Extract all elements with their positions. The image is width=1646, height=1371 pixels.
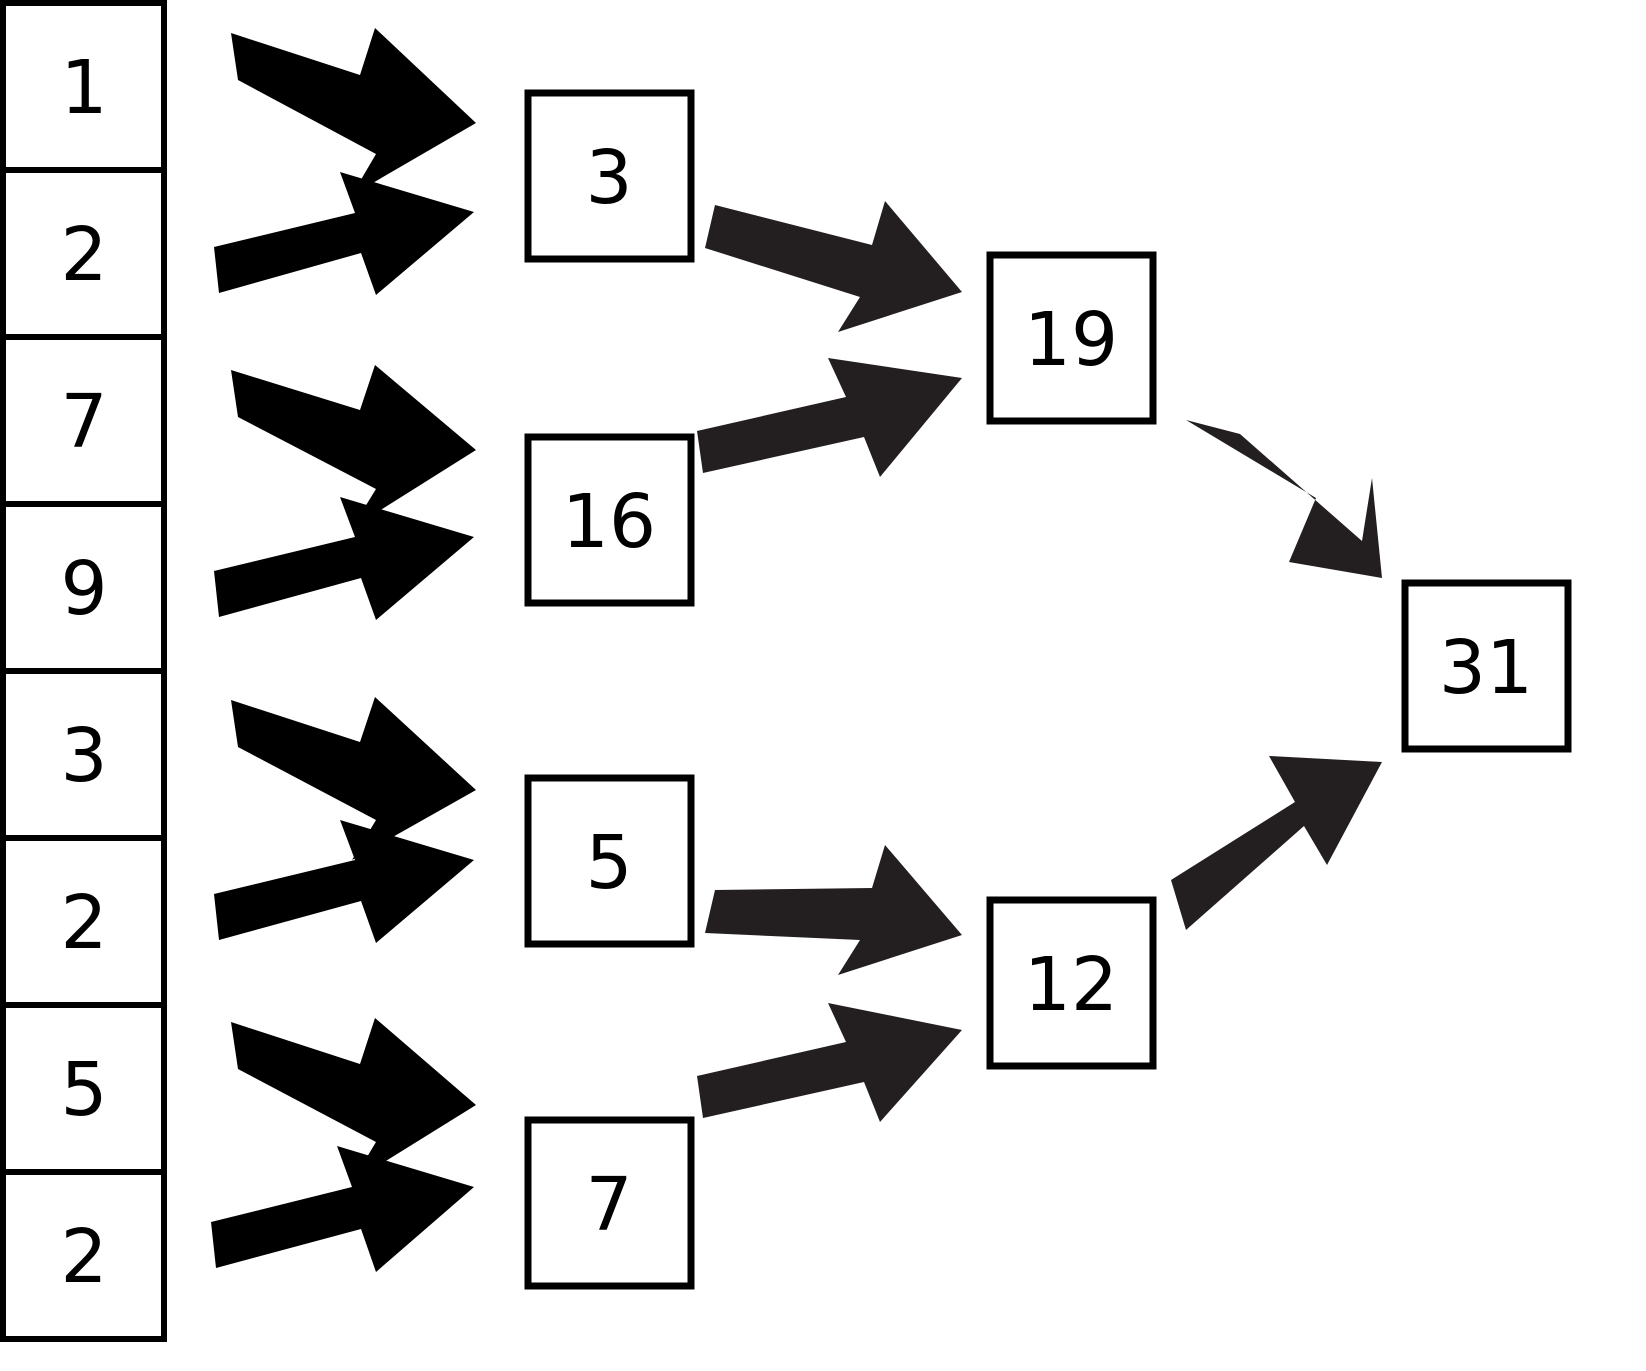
level3-node-12-label: 12 bbox=[1024, 942, 1118, 1028]
arrow-input-5 bbox=[214, 820, 474, 943]
input-cell-0-label: 1 bbox=[60, 45, 107, 131]
input-cell-6-label: 5 bbox=[60, 1047, 107, 1133]
input-cell-2[interactable]: 7 bbox=[0, 334, 167, 507]
arrow-input-1 bbox=[214, 172, 474, 295]
input-array-column: 1 2 7 9 3 2 5 bbox=[0, 0, 167, 1342]
level3-node-12[interactable]: 12 bbox=[986, 896, 1157, 1070]
input-cell-1-label: 2 bbox=[60, 212, 107, 298]
input-cell-7-label: 2 bbox=[60, 1214, 107, 1300]
arrow-input-0 bbox=[231, 28, 476, 195]
level2-node-3[interactable]: 3 bbox=[524, 89, 695, 263]
input-cell-5-label: 2 bbox=[60, 880, 107, 966]
level3-node-19[interactable]: 19 bbox=[986, 251, 1157, 425]
level2-node-3-label: 3 bbox=[585, 135, 632, 221]
level2-node-5[interactable]: 5 bbox=[524, 774, 695, 948]
arrow-input-6 bbox=[231, 1018, 476, 1182]
root-node-31[interactable]: 31 bbox=[1401, 579, 1572, 753]
arrow-input-2 bbox=[231, 365, 476, 528]
arrow-level2-7-to-12 bbox=[697, 1003, 962, 1122]
arrow-input-4 bbox=[231, 697, 476, 860]
input-cell-4-label: 3 bbox=[60, 713, 107, 799]
input-cell-4[interactable]: 3 bbox=[0, 668, 167, 841]
input-cell-1[interactable]: 2 bbox=[0, 167, 167, 340]
input-cell-7[interactable]: 2 bbox=[0, 1169, 167, 1342]
level2-node-16-label: 16 bbox=[562, 479, 656, 565]
arrow-level2-16-to-19 bbox=[697, 358, 962, 477]
input-cell-3[interactable]: 9 bbox=[0, 501, 167, 674]
arrow-level3-12-to-31 bbox=[1171, 756, 1382, 930]
input-cell-3-label: 9 bbox=[60, 546, 107, 632]
level2-node-7[interactable]: 7 bbox=[524, 1116, 695, 1290]
input-cell-5[interactable]: 2 bbox=[0, 835, 167, 1008]
input-cell-2-label: 7 bbox=[60, 379, 107, 465]
input-cell-0[interactable]: 1 bbox=[0, 0, 167, 173]
arrow-level2-5-to-12 bbox=[705, 845, 962, 975]
arrow-level2-3-to-19 bbox=[705, 201, 962, 332]
level3-node-19-label: 19 bbox=[1024, 297, 1118, 383]
root-node-31-label: 31 bbox=[1439, 625, 1533, 711]
arrow-input-3 bbox=[214, 497, 474, 620]
arrow-level3-19-to-31 bbox=[1186, 420, 1382, 578]
arrow-input-7 bbox=[211, 1146, 474, 1272]
level2-node-16[interactable]: 16 bbox=[524, 433, 695, 607]
level2-node-5-label: 5 bbox=[585, 820, 632, 906]
level2-node-7-label: 7 bbox=[585, 1162, 632, 1248]
input-cell-6[interactable]: 5 bbox=[0, 1002, 167, 1175]
